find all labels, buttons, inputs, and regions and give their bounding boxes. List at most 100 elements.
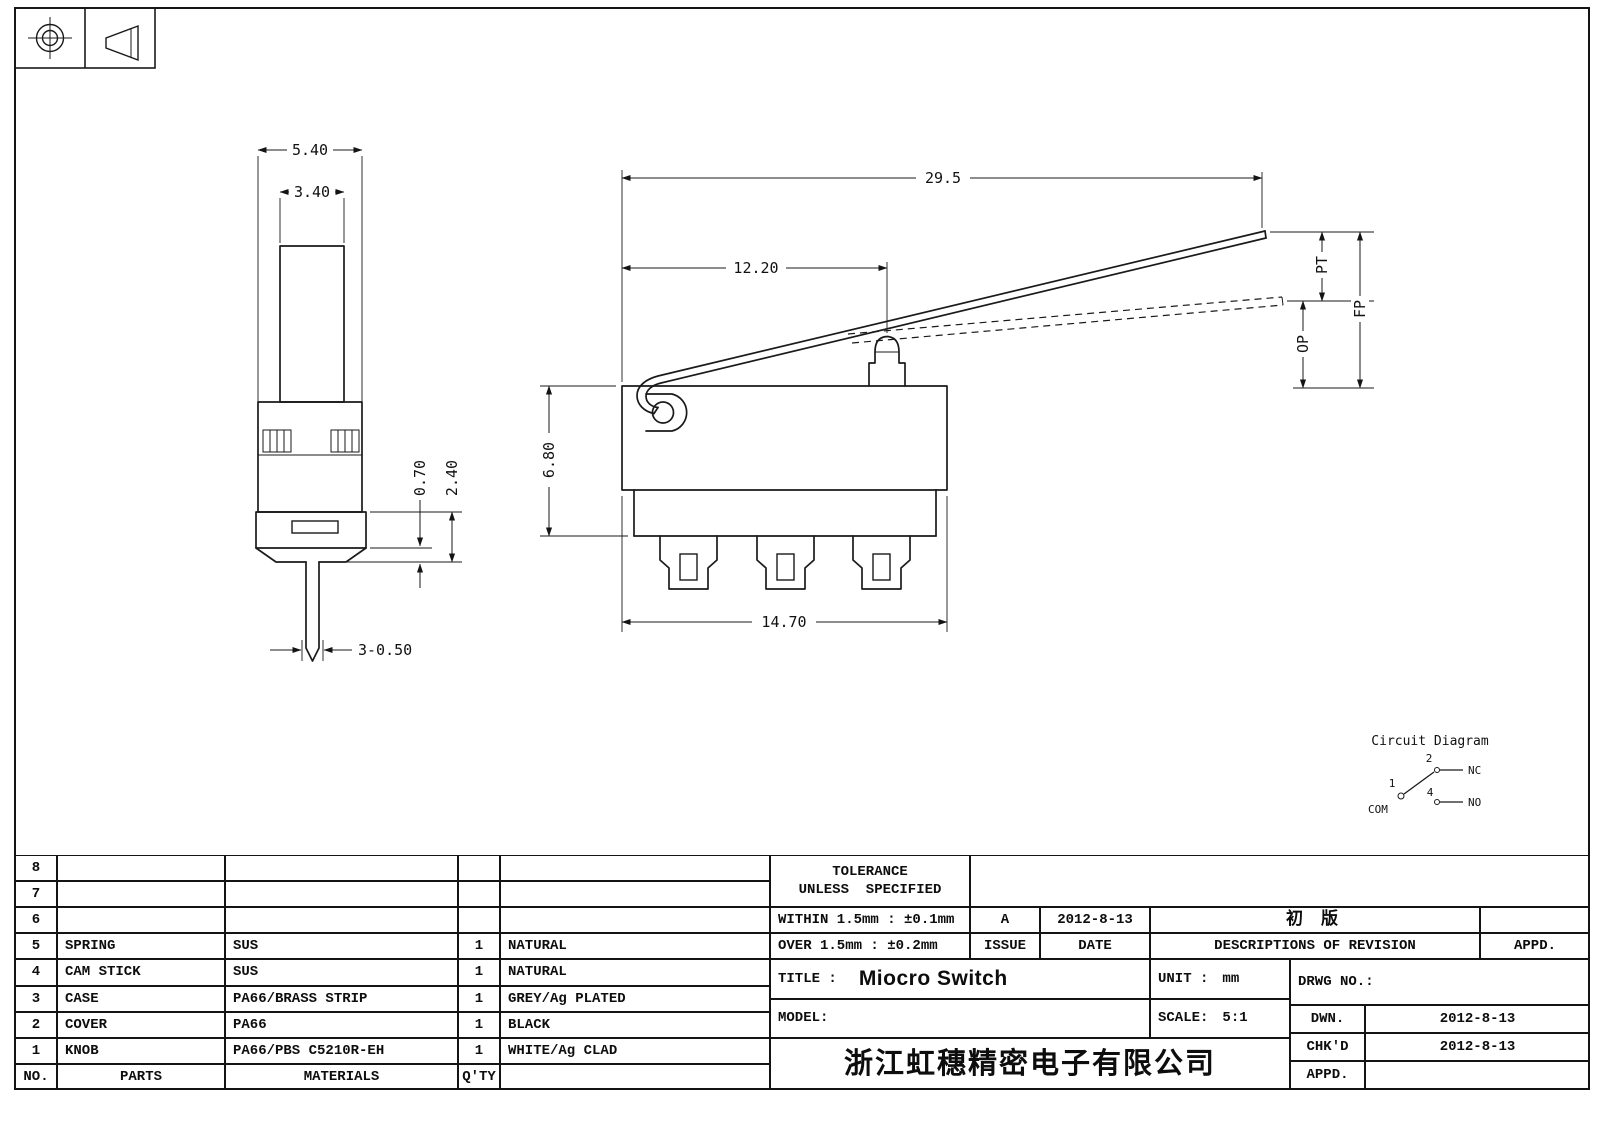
parts-row-part: COVER bbox=[57, 1012, 225, 1038]
parts-row-material: SUS bbox=[225, 933, 458, 959]
tolerance-line1: TOLERANCE bbox=[832, 863, 908, 880]
unit-cell: UNIT : mm bbox=[1150, 959, 1290, 999]
parts-row-qty: 1 bbox=[458, 933, 500, 959]
parts-row-qty: 1 bbox=[458, 959, 500, 986]
chkd-label: CHK'D bbox=[1290, 1033, 1365, 1061]
scale-label: SCALE: bbox=[1158, 1010, 1209, 1027]
chkd-date: 2012-8-13 bbox=[1365, 1033, 1590, 1061]
projection-cone-icon bbox=[105, 24, 139, 62]
parts-row-finish: NATURAL bbox=[500, 933, 770, 959]
revision-appd-value bbox=[1480, 907, 1590, 933]
knob-side-view: 5.40 3.40 0.70 2.40 3-0.50 bbox=[255, 140, 462, 662]
dim-label-neck: 2.40 bbox=[443, 460, 461, 496]
circuit-diagram-title: Circuit Diagram bbox=[1371, 734, 1489, 749]
parts-row-no: 3 bbox=[15, 986, 57, 1012]
parts-row-finish: NATURAL bbox=[500, 959, 770, 986]
issue-label: ISSUE bbox=[970, 933, 1040, 959]
parts-row-qty: 1 bbox=[458, 1012, 500, 1038]
parts-header-finish bbox=[500, 1064, 770, 1090]
dim-label-pt: PT bbox=[1313, 256, 1331, 274]
scale-value: 5:1 bbox=[1222, 1010, 1248, 1027]
scale-cell: SCALE: 5:1 bbox=[1150, 999, 1290, 1038]
parts-row-finish bbox=[500, 881, 770, 907]
tolerance-over: OVER 1.5mm : ±0.2mm bbox=[770, 933, 970, 959]
revision-description-label: DESCRIPTIONS OF REVISION bbox=[1150, 933, 1480, 959]
circuit-pin-4: 4 bbox=[1427, 786, 1434, 799]
parts-row-material: PA66/PBS C5210R-EH bbox=[225, 1038, 458, 1064]
parts-header-no: NO. bbox=[15, 1064, 57, 1090]
unit-label: UNIT : bbox=[1158, 970, 1209, 987]
parts-row-no: 2 bbox=[15, 1012, 57, 1038]
parts-row-finish bbox=[500, 855, 770, 881]
parts-row-material: PA66 bbox=[225, 1012, 458, 1038]
model-cell: MODEL: bbox=[770, 999, 1150, 1038]
tolerance-within: WITHIN 1.5mm : ±0.1mm bbox=[770, 907, 970, 933]
revision-description-value: 初 版 bbox=[1150, 907, 1480, 933]
drwg-no-cell: DRWG NO.: bbox=[1290, 959, 1590, 1005]
projection-symbol-box bbox=[14, 7, 156, 69]
dim-label-lever-length: 29.5 bbox=[925, 169, 961, 187]
parts-row-finish bbox=[500, 907, 770, 933]
parts-row-no: 6 bbox=[15, 907, 57, 933]
dim-label-pin: 3-0.50 bbox=[358, 641, 412, 659]
parts-header-materials: MATERIALS bbox=[225, 1064, 458, 1090]
parts-row-part: CAM STICK bbox=[57, 959, 225, 986]
title-label: TITLE : bbox=[778, 970, 837, 987]
parts-row-part: KNOB bbox=[57, 1038, 225, 1064]
circuit-diagram: Circuit Diagram 2 4 1 COM NC NO bbox=[1368, 734, 1489, 816]
parts-row-qty bbox=[458, 907, 500, 933]
technical-drawing: 5.40 3.40 0.70 2.40 3-0.50 bbox=[14, 7, 1489, 816]
appd-label: APPD. bbox=[1290, 1061, 1365, 1090]
parts-row-no: 7 bbox=[15, 881, 57, 907]
parts-row-no: 1 bbox=[15, 1038, 57, 1064]
terminal-1 bbox=[659, 535, 718, 590]
dim-label-stem-width: 3.40 bbox=[294, 183, 330, 201]
dim-label-flange-width: 5.40 bbox=[292, 141, 328, 159]
parts-row-no: 4 bbox=[15, 959, 57, 986]
parts-row-qty: 1 bbox=[458, 986, 500, 1012]
circuit-pin-1: 1 bbox=[1389, 777, 1396, 790]
revision-empty-area bbox=[970, 855, 1590, 907]
tolerance-line2: UNLESS SPECIFIED bbox=[798, 882, 942, 898]
parts-header-parts: PARTS bbox=[57, 1064, 225, 1090]
parts-row-qty: 1 bbox=[458, 1038, 500, 1064]
parts-row-material: SUS bbox=[225, 959, 458, 986]
parts-row-part bbox=[57, 855, 225, 881]
unit-value: mm bbox=[1222, 970, 1240, 987]
parts-row-material bbox=[225, 855, 458, 881]
dwn-date: 2012-8-13 bbox=[1365, 1005, 1590, 1033]
parts-row-part bbox=[57, 907, 225, 933]
circuit-label-no: NO bbox=[1468, 796, 1481, 809]
appd-column-label: APPD. bbox=[1480, 933, 1590, 959]
parts-row-finish: WHITE/Ag CLAD bbox=[500, 1038, 770, 1064]
issue-date-value: 2012-8-13 bbox=[1040, 907, 1150, 933]
circuit-label-com: COM bbox=[1368, 803, 1388, 816]
parts-row-no: 8 bbox=[15, 855, 57, 881]
dim-label-op: OP bbox=[1294, 335, 1312, 353]
parts-row-material bbox=[225, 907, 458, 933]
parts-row-material: PA66/BRASS STRIP bbox=[225, 986, 458, 1012]
parts-row-part bbox=[57, 881, 225, 907]
parts-row-part: CASE bbox=[57, 986, 225, 1012]
parts-row-part: SPRING bbox=[57, 933, 225, 959]
parts-row-finish: BLACK bbox=[500, 1012, 770, 1038]
dim-label-plunger-offset: 12.20 bbox=[733, 259, 778, 277]
terminal-2 bbox=[756, 535, 815, 590]
parts-row-finish: GREY/Ag PLATED bbox=[500, 986, 770, 1012]
dim-label-body-width: 14.70 bbox=[761, 613, 806, 631]
switch-side-view: 29.5 12.20 6.80 14.70 PT bbox=[540, 168, 1374, 632]
date-label: DATE bbox=[1040, 933, 1150, 959]
parts-row-material bbox=[225, 881, 458, 907]
parts-row-no: 5 bbox=[15, 933, 57, 959]
drawing-title: Miocro Switch bbox=[858, 967, 1008, 990]
dim-label-body-height: 6.80 bbox=[540, 442, 558, 478]
tolerance-box: TOLERANCE UNLESS SPECIFIED bbox=[770, 855, 970, 907]
circuit-label-nc: NC bbox=[1468, 764, 1481, 777]
parts-row-qty bbox=[458, 855, 500, 881]
dwn-label: DWN. bbox=[1290, 1005, 1365, 1033]
title-cell: TITLE : Miocro Switch bbox=[770, 959, 1150, 999]
dim-label-step: 0.70 bbox=[411, 460, 429, 496]
issue-value: A bbox=[970, 907, 1040, 933]
company-name: 浙江虹穗精密电子有限公司 bbox=[770, 1038, 1290, 1090]
